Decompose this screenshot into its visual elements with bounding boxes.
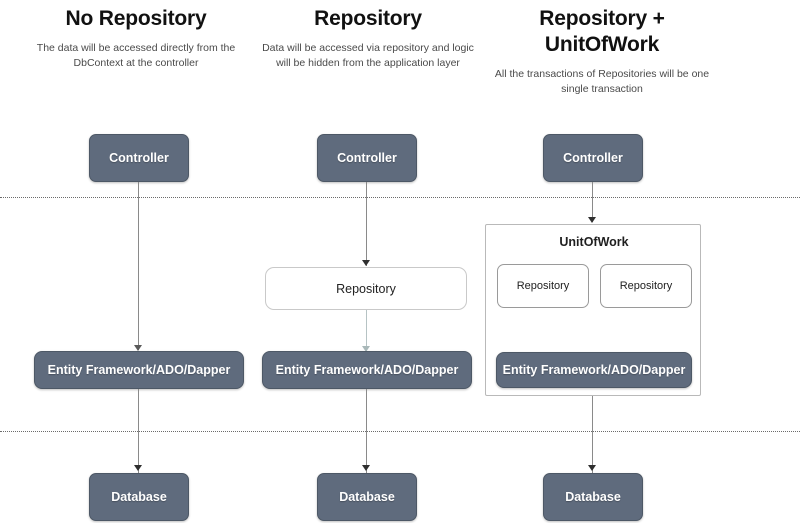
node-unitofwork-database[interactable]: Database: [543, 473, 643, 521]
arrowhead-repository-repository-to-data-access: [362, 346, 370, 352]
column-title-repository: Repository: [314, 7, 422, 30]
node-unitofwork-controller[interactable]: Controller: [543, 134, 643, 182]
connector-unitofwork-container-to-database: [592, 396, 593, 477]
column-header-repository-unitofwork: Repository + UnitOfWork All the transact…: [492, 6, 712, 97]
connector-repository-data-access-to-database: [366, 389, 367, 477]
column-header-no-repository: No Repository The data will be accessed …: [18, 6, 254, 71]
column-title-repository-unitofwork: Repository + UnitOfWork: [539, 7, 665, 56]
arrowhead-repository-controller-to-repository: [362, 260, 370, 266]
arrowhead-no-repository-controller-to-data-access: [134, 345, 142, 351]
connector-repository-repository-to-data-access: [366, 310, 367, 352]
arrowhead-no-repository-data-access-to-database: [134, 465, 142, 471]
connector-no-repository-data-access-to-database: [138, 389, 139, 477]
node-repository-repository[interactable]: Repository: [265, 267, 467, 310]
node-unitofwork-data-access[interactable]: Entity Framework/ADO/Dapper: [496, 352, 692, 388]
node-no-repository-controller[interactable]: Controller: [89, 134, 189, 182]
node-repository-data-access[interactable]: Entity Framework/ADO/Dapper: [262, 351, 472, 389]
layer-divider-presentation: [0, 197, 800, 198]
connector-repository-controller-to-repository: [366, 182, 367, 266]
node-unitofwork-repository-left[interactable]: Repository: [497, 264, 589, 308]
node-repository-database[interactable]: Database: [317, 473, 417, 521]
connector-unitofwork-controller-to-container: [592, 182, 593, 222]
layer-divider-data: [0, 431, 800, 432]
column-title-no-repository: No Repository: [65, 7, 207, 30]
arrowhead-unitofwork-container-to-database: [588, 465, 596, 471]
column-subtitle-repository-unitofwork: All the transactions of Repositories wil…: [494, 68, 710, 95]
node-repository-controller[interactable]: Controller: [317, 134, 417, 182]
column-header-repository: Repository Data will be accessed via rep…: [262, 6, 474, 71]
unitofwork-label: UnitOfWork: [559, 235, 629, 249]
connector-no-repository-controller-to-data-access: [138, 182, 139, 350]
column-subtitle-repository: Data will be accessed via repository and…: [262, 42, 474, 69]
node-no-repository-data-access[interactable]: Entity Framework/ADO/Dapper: [34, 351, 244, 389]
node-no-repository-database[interactable]: Database: [89, 473, 189, 521]
arrowhead-repository-data-access-to-database: [362, 465, 370, 471]
arrowhead-unitofwork-controller-to-container: [588, 217, 596, 223]
node-unitofwork-repository-right[interactable]: Repository: [600, 264, 692, 308]
column-subtitle-no-repository: The data will be accessed directly from …: [36, 42, 236, 69]
